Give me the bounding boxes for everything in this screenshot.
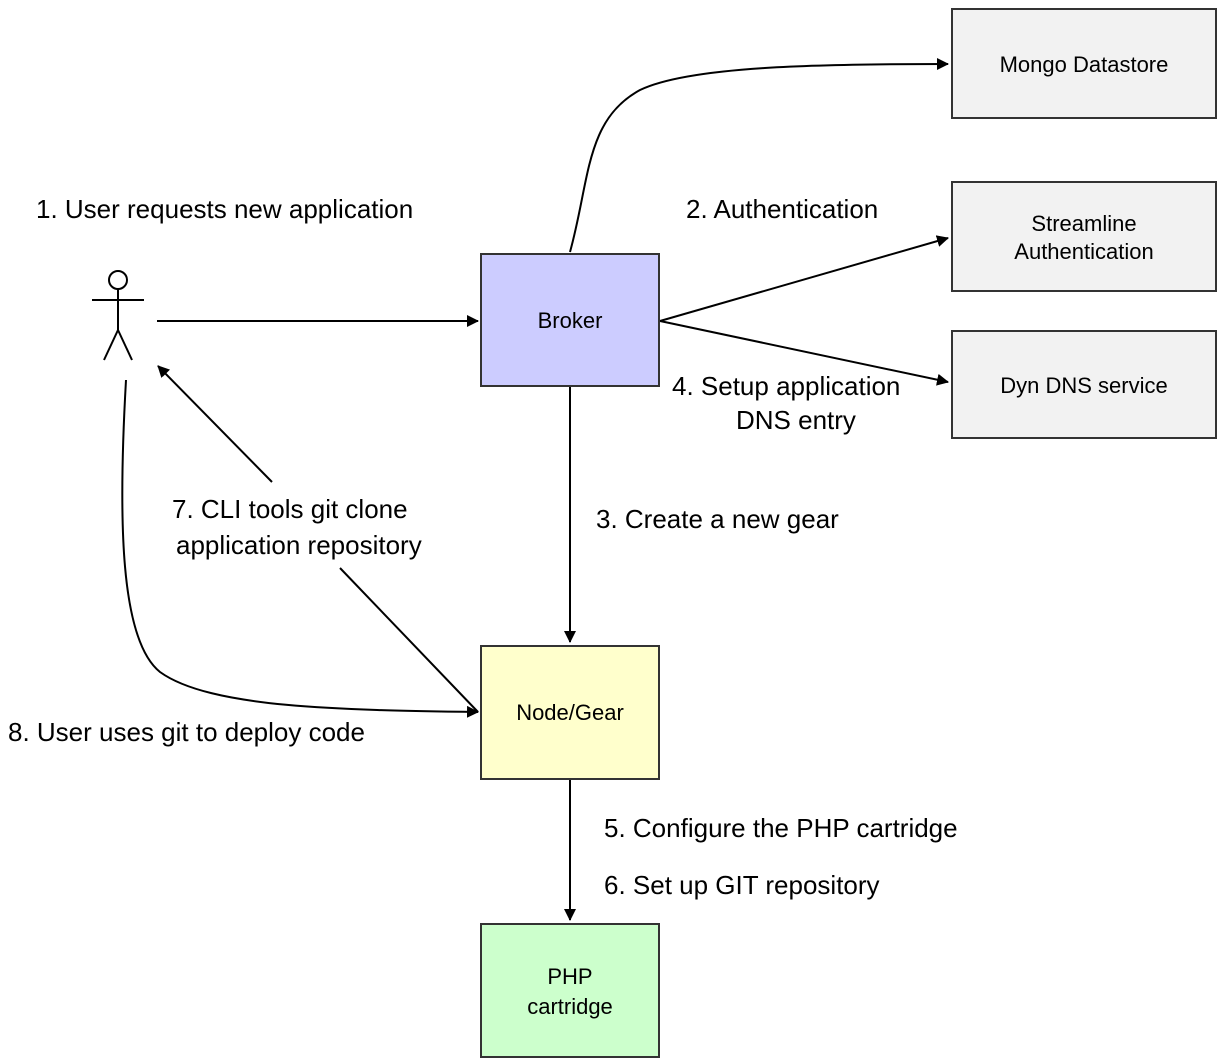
step4-label-line2: DNS entry: [736, 405, 856, 435]
php-label-line2: cartridge: [527, 994, 613, 1019]
step6-label: 6. Set up GIT repository: [604, 870, 880, 900]
dyn-dns-box: [951, 330, 1217, 439]
step7-label-line1: 7. CLI tools git clone: [172, 494, 408, 524]
step2-label: 2. Authentication: [686, 194, 878, 224]
edge-user-to-node-gear: [121, 379, 479, 718]
user-actor-icon: [92, 270, 144, 361]
node-mongo-datastore: Mongo Datastore: [951, 8, 1217, 119]
mongo-label: Mongo Datastore: [1000, 52, 1169, 77]
step7-label-line2: application repository: [176, 530, 422, 560]
node-dyn-dns-service: Dyn DNS service: [951, 330, 1217, 439]
node-streamline-authentication: Streamline Authentication: [951, 181, 1217, 292]
dyn-dns-label: Dyn DNS service: [1000, 373, 1167, 398]
edge-broker-to-dyn-dns: [659, 320, 949, 386]
php-box: [480, 923, 660, 1058]
node-gear-label: Node/Gear: [516, 700, 624, 725]
edge-broker-to-mongo: [569, 58, 949, 253]
step8-label: 8. User uses git to deploy code: [8, 717, 365, 747]
broker-label: Broker: [538, 308, 603, 333]
node-broker: Broker: [480, 253, 660, 387]
node-php-cartridge: PHP cartridge: [480, 923, 660, 1058]
streamline-label-line1: Streamline: [1031, 211, 1136, 236]
streamline-label-line2: Authentication: [1014, 239, 1153, 264]
mongo-box: [951, 8, 1217, 119]
node-node-gear: Node/Gear: [480, 645, 660, 780]
edge-broker-to-streamline: [659, 235, 949, 322]
php-label-line1: PHP: [547, 964, 592, 989]
step1-label: 1. User requests new application: [36, 194, 413, 224]
step4-label-line1: 4. Setup application: [672, 371, 900, 401]
step3-label: 3. Create a new gear: [596, 504, 839, 534]
node-gear-box: [480, 645, 660, 780]
edge-node-gear-to-user: [339, 567, 479, 713]
streamline-box: [951, 181, 1217, 292]
edge-clone-to-user: [157, 365, 273, 483]
broker-box: [480, 253, 660, 387]
step5-label: 5. Configure the PHP cartridge: [604, 813, 958, 843]
